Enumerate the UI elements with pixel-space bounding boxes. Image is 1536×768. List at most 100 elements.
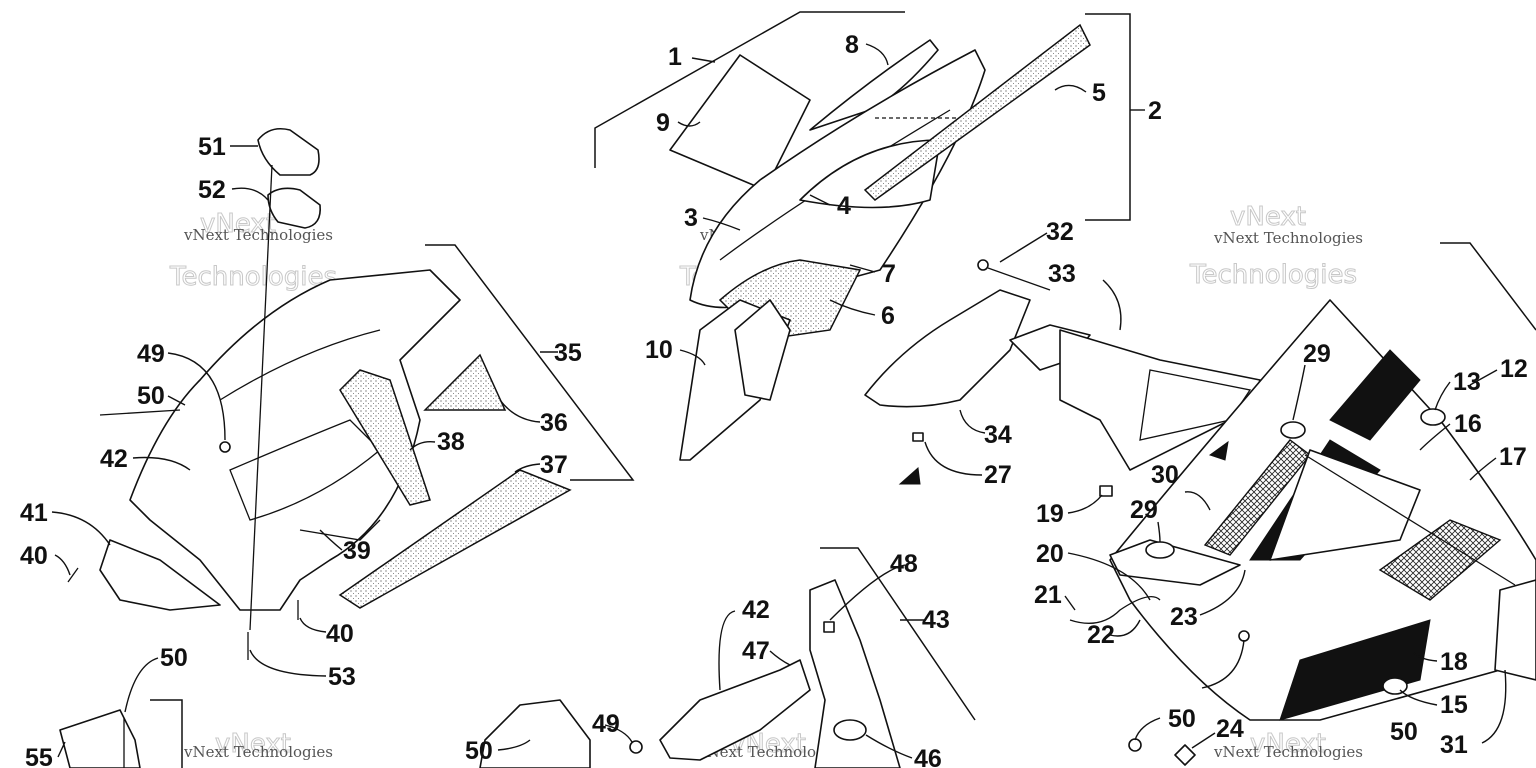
callout-27: 27	[984, 461, 1012, 489]
part-29-clip	[1280, 421, 1306, 439]
callout-2: 2	[1148, 97, 1162, 125]
part-50-screw	[99, 409, 181, 416]
lower-group	[59, 547, 976, 768]
callout-36: 36	[540, 409, 568, 437]
part-21-cable	[1069, 596, 1161, 624]
part-46-clip	[833, 719, 867, 741]
callout-39: 39	[343, 537, 371, 565]
callout-4: 4	[837, 192, 851, 220]
callout-50d: 50	[1168, 705, 1196, 733]
callout-42: 42	[100, 445, 128, 473]
leader-4	[809, 194, 831, 206]
callout-20: 20	[1036, 540, 1064, 568]
callout-9: 9	[656, 109, 670, 137]
watermark-large: vNext	[200, 209, 276, 239]
part-50-screw	[1128, 738, 1142, 752]
part-41-panel	[99, 539, 221, 611]
leader-33	[1102, 279, 1122, 331]
assembly-axis	[249, 164, 273, 631]
leader-38	[409, 440, 436, 451]
part-15-clip	[1382, 677, 1408, 695]
part-37-foam	[338, 469, 572, 609]
callout-17: 17	[1499, 443, 1527, 471]
bracket-43	[820, 547, 976, 721]
part-32-lead	[987, 267, 1051, 291]
leader-8	[865, 43, 889, 66]
leader-40b	[54, 554, 71, 576]
leader-3	[702, 217, 741, 231]
callout-30: 30	[1151, 461, 1179, 489]
callout-13: 13	[1453, 368, 1481, 396]
leader-lines	[51, 43, 1507, 759]
leader-37	[514, 463, 541, 473]
callout-18: 18	[1440, 648, 1468, 676]
callout-32: 32	[1046, 218, 1074, 246]
part-55-panel	[59, 709, 141, 768]
leader-20	[1067, 552, 1151, 601]
callout-46: 46	[914, 745, 942, 768]
leader-49b	[604, 724, 633, 743]
part-frame	[1269, 449, 1421, 561]
leader-29	[1292, 364, 1306, 421]
leader-47	[769, 650, 791, 666]
watermark-small: vNext Technologies	[183, 743, 333, 761]
callout-40: 40	[20, 542, 48, 570]
leader-36	[499, 399, 541, 423]
watermark-small: vNext Technologies	[697, 743, 847, 761]
part-29-clip	[1145, 541, 1175, 559]
bracket-55	[150, 699, 183, 768]
callout-51: 51	[198, 133, 226, 161]
leader-16	[1419, 423, 1451, 451]
part-13-clip	[1420, 408, 1446, 426]
part-51-cover	[257, 127, 320, 176]
part-19-clip	[1099, 485, 1113, 497]
leader-17	[1469, 457, 1497, 481]
leader-34	[959, 409, 986, 434]
leader-12	[1469, 369, 1498, 386]
leader-29b	[1157, 521, 1161, 543]
callout-5: 5	[1092, 79, 1106, 107]
leader-13	[1434, 381, 1451, 411]
leader-41	[51, 511, 111, 546]
part-50-screw	[1238, 630, 1250, 642]
callout-1: 1	[668, 43, 682, 71]
leader-23	[1199, 569, 1246, 616]
callout-48: 48	[890, 550, 918, 578]
leader-53	[249, 649, 327, 677]
leader-18	[1409, 649, 1438, 662]
watermark-large: Technologies	[1189, 260, 1357, 290]
watermark-small: vNext Technologies	[1213, 229, 1363, 247]
callout-38: 38	[437, 428, 465, 456]
callout-10: 10	[645, 336, 673, 364]
nose-group	[1069, 242, 1536, 766]
callout-41: 41	[20, 499, 48, 527]
leader-42b	[718, 610, 736, 691]
part-48-clip	[823, 621, 835, 633]
callout-8: 8	[845, 31, 859, 59]
callout-49b: 49	[592, 710, 620, 738]
leader-22	[1109, 619, 1141, 637]
frame-rod	[1304, 454, 1516, 586]
callout-23: 23	[1170, 603, 1198, 631]
leader-10	[679, 349, 706, 366]
watermark-large: Technologies	[169, 262, 337, 292]
callout-53: 53	[328, 663, 356, 691]
arrow-30	[1208, 440, 1229, 461]
leader-15	[1399, 689, 1438, 706]
callout-34: 34	[984, 421, 1012, 449]
callout-7: 7	[882, 260, 896, 288]
leader-49	[167, 352, 226, 441]
leader-48	[829, 564, 906, 621]
leader-39	[319, 529, 343, 551]
callout-52: 52	[198, 176, 226, 204]
part-38-foam	[339, 369, 431, 506]
callout-16: 16	[1454, 410, 1482, 438]
callout-42b: 42	[742, 596, 770, 624]
part-10-insert	[734, 299, 791, 401]
part-52-cover	[267, 187, 322, 229]
leader-46	[865, 734, 913, 759]
callout-33: 33	[1048, 260, 1076, 288]
leader-24	[1191, 732, 1216, 749]
leader-50c	[124, 657, 159, 713]
